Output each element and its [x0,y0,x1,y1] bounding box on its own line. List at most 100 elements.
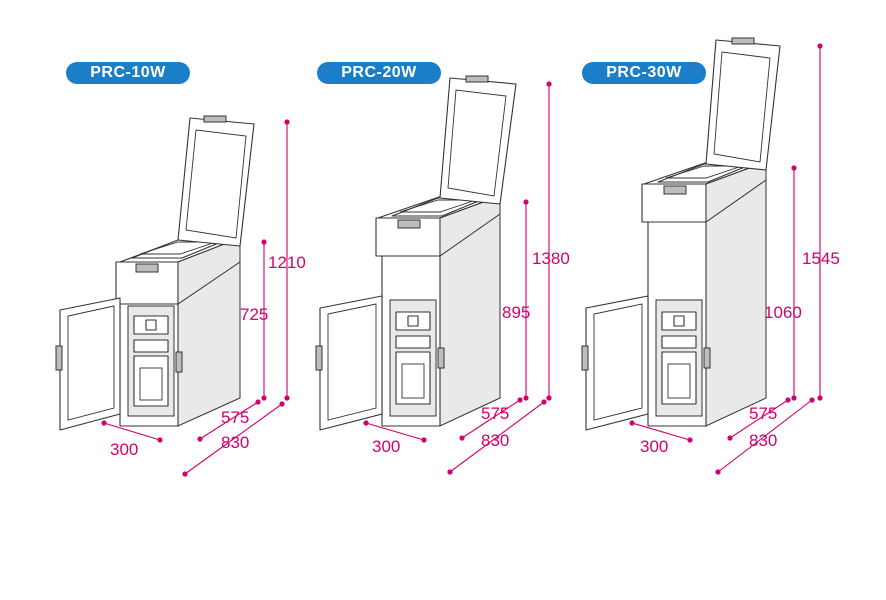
width-line [631,422,691,441]
dim-height-open-label: 1210 [268,253,306,272]
width-start-dot [101,420,107,426]
height-closed-top-dot [523,199,529,205]
dim-width-label: 300 [110,440,138,459]
height-closed-bottom-dot [523,395,529,401]
dim-height-open-label: 1380 [532,249,570,268]
unit-prc-20w-illustration [315,75,517,431]
height-open-bottom-dot [817,395,823,401]
depth-closed-end-dot [785,397,791,403]
dim-depth-open-label: 830 [221,433,249,452]
unit-prc-30w-illustration [581,37,781,431]
depth-closed-line [199,401,259,440]
door-latch [437,347,445,369]
lid-window [447,89,507,197]
outlet-bin [667,363,691,399]
height-closed-bottom-dot [261,395,267,401]
depth-open-end-dot [541,399,547,405]
width-start-dot [629,420,635,426]
dim-height-open-label: 1545 [802,249,840,268]
open-lid [177,117,255,247]
open-door [319,295,383,431]
lid-window [713,51,771,163]
depth-open-start-dot [715,469,721,475]
lid-window [185,129,247,239]
open-door [59,297,121,431]
depth-closed-start-dot [197,436,203,442]
head-handle [135,263,159,273]
rice-outlet [133,355,169,407]
door-panel [67,305,115,421]
open-lid [705,39,781,171]
height-open-bottom-dot [284,395,290,401]
depth-open-start-dot [447,469,453,475]
rice-outlet [661,351,697,405]
depth-closed-start-dot [459,435,465,441]
lid-handle [203,115,227,123]
outlet-bin [139,367,163,401]
depth-open-line [717,399,813,473]
height-closed-top-dot [261,239,267,245]
open-door [585,295,649,431]
width-line [103,422,161,441]
dim-height-closed-label: 1060 [764,303,802,322]
height-open-top-dot [546,81,552,87]
model-badge-prc-30w: PRC-30W [582,62,706,84]
width-start-dot [363,420,369,426]
height-closed-bottom-dot [791,395,797,401]
lid-handle [465,75,489,83]
dim-depth-open-label: 830 [481,431,509,450]
height-open-top-dot [284,119,290,125]
unit-prc-10w-illustration [55,115,255,431]
height-closed-top-dot [791,165,797,171]
power-button [145,319,157,331]
dispense-head-side [705,161,767,223]
depth-closed-start-dot [727,435,733,441]
door-panel [593,303,643,421]
height-open-bottom-dot [546,395,552,401]
dim-depth-closed-label: 575 [221,408,249,427]
tray-upper [395,335,431,349]
dim-depth-closed-label: 575 [749,404,777,423]
tray-upper [133,339,169,353]
depth-open-end-dot [279,401,285,407]
dim-width-label: 300 [640,437,668,456]
width-end-dot [687,437,693,443]
dim-width-label: 300 [372,437,400,456]
door-latch [703,347,711,369]
door-hinge [55,345,63,371]
head-handle [397,219,421,229]
dim-depth-open-label: 830 [749,431,777,450]
dimension-lines-prc-10w: 300 575 830 725 1210 [101,119,306,477]
depth-closed-end-dot [517,397,523,403]
door-panel [327,303,377,421]
power-button [673,315,685,327]
outlet-bin [401,363,425,399]
dimension-lines-prc-30w: 300 575 830 1060 1545 [629,43,840,475]
depth-open-line [449,401,545,473]
model-badge-prc-10w: PRC-10W [66,62,190,84]
tray-upper [661,335,697,349]
dispense-head-side [439,195,501,257]
dim-height-closed-label: 725 [240,305,268,324]
rice-outlet [395,351,431,405]
width-end-dot [421,437,427,443]
power-button [407,315,419,327]
width-line [365,422,425,441]
head-handle [663,185,687,195]
dispense-head-side [177,237,241,305]
door-latch [175,351,183,373]
lid-handle [731,37,755,45]
model-badge-prc-20w: PRC-20W [317,62,441,84]
height-open-top-dot [817,43,823,49]
door-hinge [581,345,589,371]
depth-open-end-dot [809,397,815,403]
depth-closed-line [461,399,521,439]
depth-open-start-dot [182,471,188,477]
width-end-dot [157,437,163,443]
depth-closed-line [729,399,789,439]
dim-depth-closed-label: 575 [481,404,509,423]
depth-closed-end-dot [255,399,261,405]
depth-open-line [184,403,283,475]
